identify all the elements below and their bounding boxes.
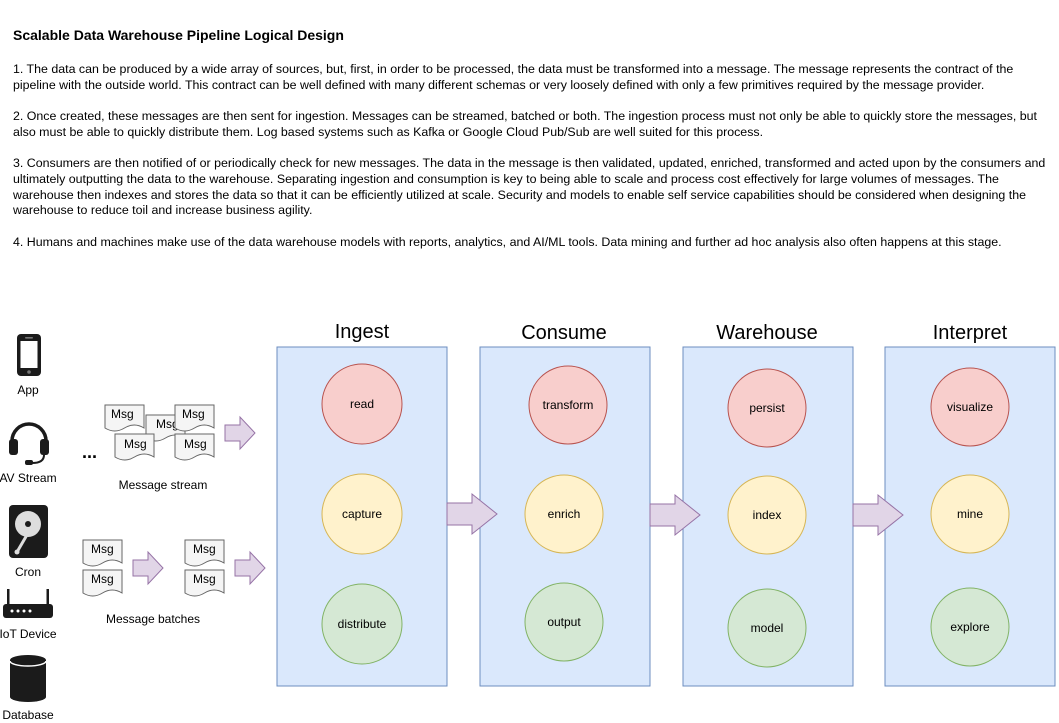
stage-title: Warehouse (716, 322, 818, 344)
op-circle (524, 582, 604, 662)
op-label: read (350, 397, 374, 411)
stage-warehouse: Warehouse persist index model (682, 322, 854, 687)
op-label: enrich (548, 507, 581, 521)
message-doc: Msg (184, 539, 225, 567)
op-circle (524, 474, 604, 554)
stage-arrow (649, 493, 701, 537)
stage-interpret: Interpret visualize mine explore (884, 322, 1056, 687)
message-doc: Msg (184, 569, 225, 597)
op-circle (930, 474, 1010, 554)
ellipsis: ... (82, 442, 97, 462)
description-document: Scalable Data Warehouse Pipeline Logical… (13, 27, 1056, 266)
database-icon (9, 655, 47, 702)
op-label: capture (342, 507, 382, 521)
paragraph-1: 1. The data can be produced by a wide ar… (13, 62, 1014, 92)
stage-title: Ingest (335, 321, 390, 343)
stage-title: Consume (521, 322, 607, 344)
op-label: mine (957, 507, 983, 521)
op-label: index (753, 508, 782, 522)
op-circle (930, 367, 1010, 447)
batch-arrow (234, 550, 266, 586)
op-label: output (547, 615, 581, 629)
op-circle (321, 473, 403, 555)
headset-icon (9, 422, 49, 465)
source-label: Cron (15, 565, 41, 579)
svg-text:Msg: Msg (156, 417, 179, 431)
message-doc: Msg (174, 433, 215, 461)
svg-text:Msg: Msg (111, 407, 134, 421)
message-batches: Msg Msg Msg Msg Message batches (82, 539, 266, 626)
op-label: model (751, 621, 784, 635)
source-label: AV Stream (0, 471, 57, 485)
paragraph-3: 3. Consumers are then notified of or per… (13, 156, 1046, 218)
op-label: persist (749, 401, 785, 415)
op-circle (727, 588, 807, 668)
svg-text:Msg: Msg (91, 572, 114, 586)
stage-arrow (852, 493, 904, 537)
batch-arrow (132, 550, 164, 586)
source-av-stream: AV Stream (0, 422, 57, 485)
op-label: visualize (947, 400, 993, 414)
stream-arrow (224, 415, 256, 451)
stage-title: Interpret (933, 322, 1008, 344)
stage-consume: Consume transform enrich output (479, 322, 651, 687)
svg-text:Msg: Msg (91, 542, 114, 556)
source-label: App (17, 383, 39, 397)
message-doc: Msg (82, 539, 123, 567)
paragraph-2: 2. Once created, these messages are then… (13, 109, 1037, 139)
svg-text:Msg: Msg (182, 407, 205, 421)
smartphone-icon (17, 334, 41, 376)
message-stream-label: Message stream (119, 478, 208, 492)
source-app: App (17, 334, 41, 397)
source-database: Database (2, 655, 54, 722)
message-doc: Msg (114, 433, 155, 461)
source-cron: Cron (9, 505, 48, 579)
router-icon (3, 589, 53, 618)
op-circle (528, 365, 608, 445)
message-stream: Msg Msg Msg Msg Msg ... Message stream (82, 404, 256, 492)
svg-text:Msg: Msg (193, 542, 216, 556)
op-circle (930, 587, 1010, 667)
op-circle (321, 363, 403, 445)
source-label: IoT Device (0, 627, 57, 641)
message-doc: Msg (104, 404, 145, 432)
op-circle (727, 475, 807, 555)
source-label: Database (2, 708, 54, 722)
op-label: transform (543, 398, 594, 412)
message-doc: Msg (174, 404, 215, 432)
svg-text:Msg: Msg (124, 437, 147, 451)
stage-ingest: Ingest read capture distribute (276, 321, 448, 687)
source-iot-device: IoT Device (0, 589, 57, 641)
hard-disk-icon (9, 505, 48, 558)
svg-text:Msg: Msg (193, 572, 216, 586)
paragraph-4: 4. Humans and machines make use of the d… (13, 234, 1002, 249)
stage-arrow (446, 492, 498, 536)
svg-text:Msg: Msg (184, 437, 207, 451)
op-circle (321, 583, 403, 665)
document-title: Scalable Data Warehouse Pipeline Logical… (13, 27, 344, 43)
op-label: explore (950, 620, 990, 634)
op-circle (727, 368, 807, 448)
message-batches-label: Message batches (106, 612, 200, 626)
message-doc: Msg (82, 569, 123, 597)
op-label: distribute (338, 617, 387, 631)
